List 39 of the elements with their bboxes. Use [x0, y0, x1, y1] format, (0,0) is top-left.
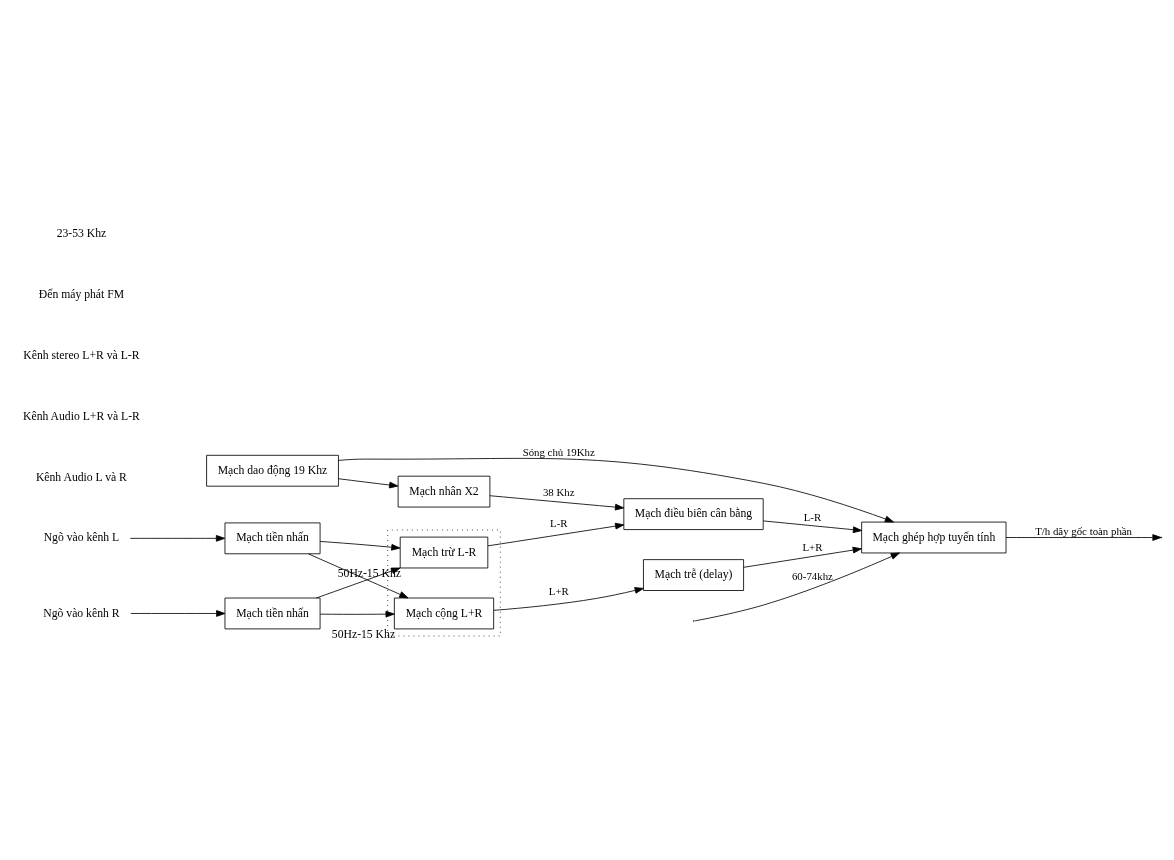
edge-label: Sóng chủ 19Khz — [522, 445, 595, 458]
node-box: Mạch tiền nhấn — [224, 597, 321, 629]
edge-label: L+R — [548, 584, 569, 597]
node-box: Mạch điều biên cân bằng — [623, 497, 764, 530]
node-box: Mạch ghép hợp tuyến tính — [861, 521, 1007, 553]
arrow — [694, 552, 900, 621]
node-text: Ngõ vào kênh R — [43, 606, 120, 620]
node-text: Ngõ vào kênh L — [43, 530, 120, 544]
edge-label: L-R — [550, 516, 568, 529]
arrow — [129, 534, 226, 542]
arrow — [493, 586, 644, 611]
node-box: Mạch nhân X2 — [397, 475, 491, 507]
arrow — [338, 457, 894, 522]
node-box: Mạch trễ (delay) — [643, 558, 744, 591]
arrow — [487, 522, 625, 546]
arrow — [319, 610, 395, 617]
node-box: Mạch cộng L+R — [393, 597, 495, 629]
arrow — [489, 494, 625, 510]
edge-label: L-R — [803, 510, 822, 523]
edge-label: T/h dãy gốc toàn phần — [1035, 524, 1133, 537]
node-box: Mạch tiền nhấn — [224, 522, 321, 554]
edge-label: 38 Khz — [542, 485, 575, 498]
edge-label: L+R — [802, 540, 823, 553]
node-box: Mạch dao động 19 Khz — [206, 454, 339, 487]
label: 23-53 Khz — [56, 226, 107, 240]
node-label: 50Hz-15 Khz — [331, 627, 396, 641]
arrow — [130, 609, 226, 617]
arrow — [762, 520, 863, 533]
label: Đến máy phát FM — [38, 287, 125, 301]
arrow — [308, 553, 409, 598]
node-box: Mạch trừ L-R — [399, 536, 489, 568]
arrow — [319, 540, 401, 551]
edge-label: 60-74khz — [791, 569, 833, 582]
label: Kênh Audio L và R — [35, 470, 127, 484]
arrow — [743, 546, 862, 568]
label: Kênh stereo L+R và L-R — [23, 348, 140, 362]
arrow — [338, 477, 399, 488]
arrow — [316, 567, 401, 598]
label: Kênh Audio L+R và L-R — [23, 409, 140, 423]
